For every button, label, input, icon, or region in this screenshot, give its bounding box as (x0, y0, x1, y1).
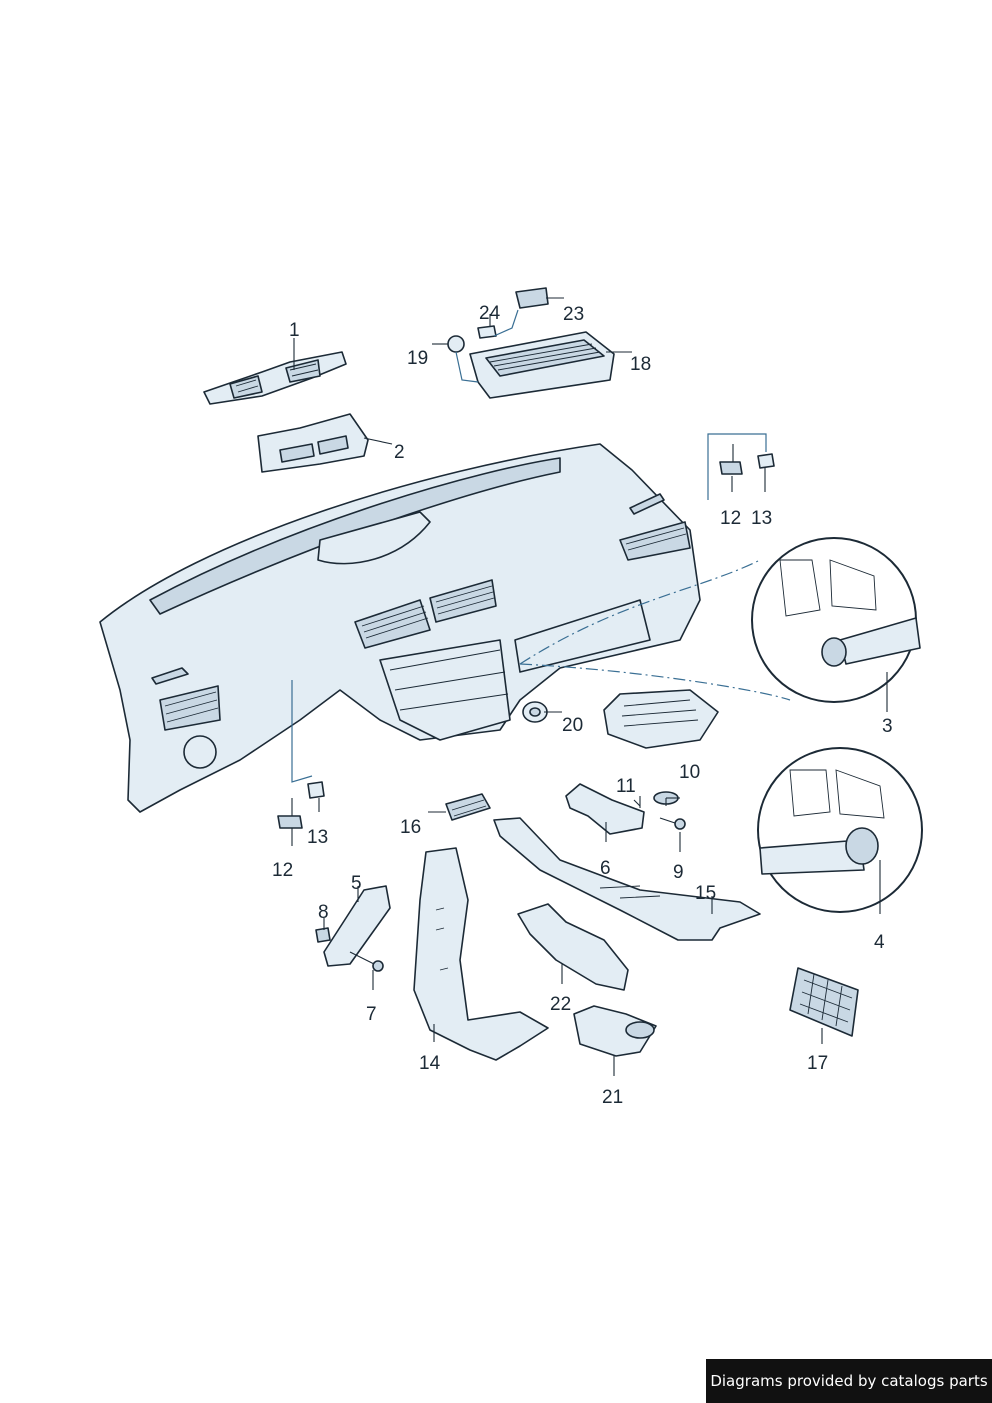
dashboard-panel (99, 443, 701, 813)
callout-23: 23 (563, 304, 584, 325)
callout-7: 7 (366, 1004, 377, 1025)
part-18-speaker-grille (469, 331, 615, 399)
callout-4: 4 (874, 932, 885, 953)
part-12-bolt-right (719, 444, 743, 475)
callout-18: 18 (630, 354, 651, 375)
part-24-clip (477, 325, 497, 339)
part-17-vent-grille (789, 967, 859, 1037)
callout-20: 20 (562, 715, 583, 736)
part-13-clip-left (307, 781, 325, 799)
callout-17: 17 (807, 1053, 828, 1074)
callout-9: 9 (673, 862, 684, 883)
callout-11: 11 (616, 776, 636, 797)
callout-10: 10 (679, 762, 700, 783)
callout-numbers: 1 2 3 4 5 6 7 8 9 10 11 12 12 13 13 14 1… (272, 303, 893, 1108)
callout-12-left: 12 (272, 860, 293, 881)
callout-1: 1 (289, 320, 300, 341)
part-1-defroster-vent (203, 351, 347, 405)
callout-22: 22 (550, 994, 571, 1015)
part-7-screw (349, 951, 384, 972)
part-22-lower-duct (517, 903, 629, 991)
callout-24: 24 (479, 303, 501, 324)
callout-13-right: 13 (751, 508, 772, 529)
callout-12-right: 12 (720, 508, 741, 529)
callout-5: 5 (351, 873, 362, 894)
callout-8: 8 (318, 902, 329, 923)
callout-21: 21 (602, 1087, 623, 1108)
part-2-vent-duct (257, 413, 369, 473)
part-21-duct-elbow (573, 1005, 657, 1057)
part-12-bolt-left (277, 798, 303, 829)
part-8-nut (315, 927, 331, 943)
part-11-clip (633, 799, 641, 807)
knee-panel-bracket (603, 689, 719, 749)
part-6-duct-bracket (565, 783, 645, 835)
callout-2: 2 (394, 442, 405, 463)
part-15-floor-duct (493, 817, 761, 941)
callout-15: 15 (695, 883, 716, 904)
part-5-side-bracket (323, 885, 391, 967)
part-14-rear-duct (413, 847, 549, 1061)
part-16-vent-outlet (445, 793, 491, 821)
part-13-clip-right (757, 453, 775, 469)
part-10-rivet (653, 791, 679, 806)
leader-lines (291, 297, 888, 1076)
part-9-screw (659, 817, 686, 830)
footer-credit: Diagrams provided by catalogs parts (706, 1359, 992, 1403)
callout-14: 14 (419, 1053, 441, 1074)
callout-19: 19 (407, 348, 428, 369)
callout-6: 6 (600, 858, 611, 879)
callout-16: 16 (400, 817, 421, 838)
callout-3: 3 (882, 716, 893, 737)
part-23-sensor (515, 287, 549, 309)
detail-view-3 (751, 537, 921, 703)
callout-13-left: 13 (307, 827, 328, 848)
part-19-nut (447, 335, 465, 353)
part-20-grommet (522, 701, 548, 723)
detail-view-4 (757, 747, 923, 913)
